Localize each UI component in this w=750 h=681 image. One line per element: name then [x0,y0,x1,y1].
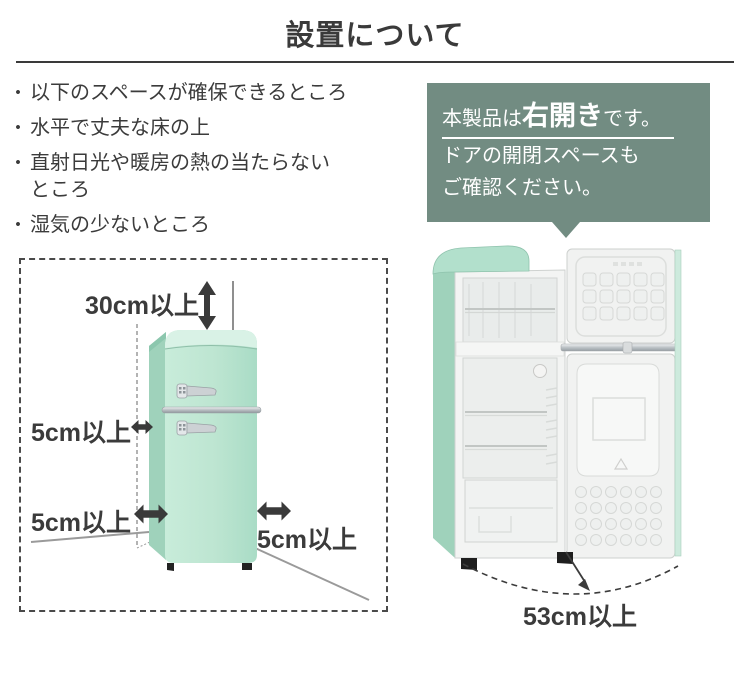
cabinet-top-cap [432,245,530,275]
door-swing-arc [462,563,679,595]
door-hinge-bar [560,343,678,352]
fridge-side-shadow [149,332,166,352]
callout-line: ご確認ください。 [442,177,602,199]
door-vents [613,262,642,266]
left-right-arrow-icon [257,501,291,521]
bullet-icon: ・ [8,83,28,104]
open-fridge-illustration [432,245,682,595]
floor-line-right [254,547,370,601]
triangle-emboss [613,457,629,470]
open-fridge-door [566,249,682,559]
perspective-dotted-line [136,541,151,549]
page-title: 設置について [285,20,465,52]
note-text: 水平で丈夫な床の上 [30,117,210,139]
left-right-arrow-icon [134,504,168,524]
fridge-bottom-handle [176,420,217,436]
fridge-compartment [462,357,558,479]
left-right-arrow-icon [131,420,153,434]
fridge-foot [242,563,252,570]
fridge-side-panel [149,332,166,560]
clearance-diagram: 30cm以上 5cm以上 5cm以上 5cm以上 [19,258,388,612]
callout-text: です。 [603,108,661,130]
bullet-icon: ・ [8,215,28,236]
fridge-top-cap [165,330,257,348]
fridge-top-seam [164,345,258,350]
list-item: ・ 直射日光や暖房の熱の当たらない ところ [6,150,418,204]
list-item: ・ 水平で丈夫な床の上 [6,115,418,142]
thermostat-knob [533,364,547,378]
bullet-icon: ・ [8,153,28,174]
fridge-foot [167,563,174,571]
fridge-front-panel [165,330,257,563]
list-item: ・ 湿気の少ないところ [6,212,418,239]
bullet-icon: ・ [8,118,28,139]
fridge-chrome-trim [161,406,262,414]
callout-text: 本製品は [442,108,522,130]
arrowhead-icon [578,579,590,591]
open-freezer-door [566,248,676,344]
bottom-left-clearance-label: 5cm以上 [30,509,131,537]
hinge-knuckle [622,341,633,354]
wire-basket [478,516,512,533]
cooling-fins [545,387,558,465]
closed-fridge-illustration [30,281,370,601]
bottom-right-clearance-label: 5cm以上 [257,526,358,554]
door-shelf-tray [576,363,660,477]
installation-notes-list: ・ 以下のスペースが確保できるところ ・ 水平で丈夫な床の上 ・ 直射日光や暖房… [6,80,418,247]
list-item: ・ 以下のスペースが確保できるところ [6,80,418,107]
door-edge-green-strip [674,249,682,557]
compartment-divider [455,341,565,357]
door-swing-diagram: 53cm以上 [425,240,750,640]
title-divider [16,61,734,63]
note-text: 直射日光や暖房の熱の当たらない ところ [30,152,330,201]
side-clearance-label: 5cm以上 [30,419,131,447]
callout-line-underlined: 本製品は右開きです。 [442,100,674,139]
right-opening-callout: 本製品は右開きです。 ドアの開閉スペースも ご確認ください。 [427,83,710,238]
callout-emphasis-text: 右開き [522,101,603,131]
open-fridge [432,245,682,570]
swing-clearance-label: 53cm以上 [523,603,637,631]
note-text: 湿気の少ないところ [30,214,210,236]
callout-line: ドアの開閉スペースも [442,145,640,167]
up-down-arrow-icon [198,281,216,330]
note-text: 以下のスペースが確保できるところ [30,82,348,104]
door-dimple-pattern [575,486,662,546]
closed-fridge [149,330,262,571]
cabinet-side-panel [433,254,455,558]
callout-tail-pointer [552,222,580,238]
fridge-top-handle [176,383,217,399]
fridge-foot [557,552,573,564]
floor-line-left [30,531,150,543]
swing-radius-arrow [565,551,586,583]
fridge-foot [461,558,477,570]
top-clearance-label: 30cm以上 [85,292,199,320]
